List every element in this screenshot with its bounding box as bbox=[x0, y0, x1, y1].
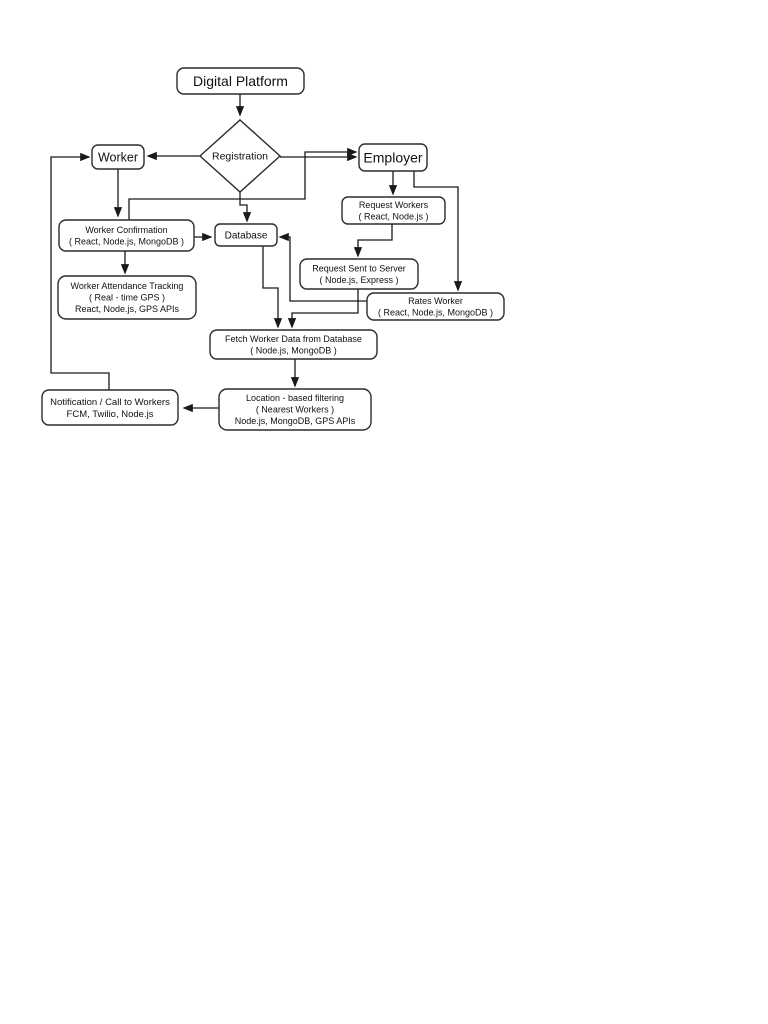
edge-workerconfirmation-employer bbox=[128, 147, 358, 220]
notification-shape bbox=[41, 389, 179, 426]
registration-label: Registration bbox=[212, 151, 268, 163]
node-worker: Worker bbox=[91, 144, 145, 170]
registration-shape bbox=[198, 119, 282, 193]
request-sent-to-server-label: Request Sent to Server bbox=[312, 263, 406, 273]
node-fetch-worker-data: Fetch Worker Data from Database( Node.js… bbox=[209, 329, 378, 360]
node-request-sent-to-server: Request Sent to Server ( Node.js, Express… bbox=[299, 258, 419, 290]
request-sent-to-server-shape bbox=[299, 258, 419, 290]
location-filtering-shape bbox=[218, 388, 372, 431]
edge-employer-ratesworker bbox=[413, 171, 463, 292]
request-sent-to-server-label: ( Node.js, Express ) bbox=[319, 275, 398, 285]
location-filtering-label: Node.js, MongoDB, GPS APIs bbox=[235, 416, 356, 426]
digital-platform-label: Digital Platform bbox=[193, 73, 288, 89]
database-label: Database bbox=[225, 231, 268, 242]
fetch-worker-data-label: Fetch Worker Data from Database bbox=[225, 334, 362, 344]
rates-worker-label: Rates Worker bbox=[408, 296, 463, 306]
node-request-workers: Request Workers( React, Node.js ) bbox=[341, 196, 446, 225]
node-registration: Registration bbox=[198, 119, 282, 193]
notification-label: FCM, Twilio, Node.js bbox=[67, 409, 154, 420]
worker-attendance-tracking-shape bbox=[57, 275, 197, 320]
request-workers-label: Request Workers bbox=[359, 200, 429, 210]
fetch-worker-data-shape bbox=[209, 329, 378, 360]
edge-ratesworker-database bbox=[278, 232, 367, 302]
node-database: Database bbox=[214, 223, 278, 247]
location-filtering-label: Location - based filtering bbox=[246, 393, 344, 403]
request-workers-shape bbox=[341, 196, 446, 225]
employer-label: Employer bbox=[363, 149, 422, 165]
fetch-worker-data-label: ( Node.js, MongoDB ) bbox=[250, 345, 337, 355]
worker-label: Worker bbox=[98, 150, 138, 164]
location-filtering-label: ( Nearest Workers ) bbox=[256, 405, 334, 415]
worker-confirmation-label: ( React, Node.js, MongoDB ) bbox=[69, 236, 184, 246]
notification-label: Notification / Call to Workers bbox=[50, 397, 170, 408]
node-digital-platform: Digital Platform bbox=[176, 67, 305, 95]
edge-requestworkers-requestsent bbox=[353, 224, 393, 258]
node-worker-confirmation: Worker Confirmation( React, Node.js, Mon… bbox=[58, 219, 195, 252]
edge-requestsent-fetch bbox=[287, 289, 359, 329]
worker-attendance-tracking-label: React, Node.js, GPS APIs bbox=[75, 304, 180, 314]
node-rates-worker: Rates Worker( React, Node.js, MongoDB ) bbox=[366, 292, 505, 321]
node-employer: Employer bbox=[358, 143, 428, 172]
worker-confirmation-label: Worker Confirmation bbox=[85, 225, 167, 235]
database-shape bbox=[214, 223, 278, 247]
edge-registration-database bbox=[239, 192, 252, 223]
worker-confirmation-shape bbox=[58, 219, 195, 252]
digital-platform-shape bbox=[176, 67, 305, 95]
request-workers-label: ( React, Node.js ) bbox=[358, 211, 428, 221]
node-worker-attendance-tracking: Worker Attendance Tracking ( Real - time … bbox=[57, 275, 197, 320]
worker-attendance-tracking-label: ( Real - time GPS ) bbox=[89, 293, 165, 303]
worker-shape bbox=[91, 144, 145, 170]
worker-attendance-tracking-label: Worker Attendance Tracking bbox=[71, 281, 184, 291]
node-location-filtering: Location - based filtering ( Nearest Work… bbox=[218, 388, 372, 431]
rates-worker-label: ( React, Node.js, MongoDB ) bbox=[378, 307, 493, 317]
edge-layer bbox=[50, 94, 463, 413]
edge-notification-worker bbox=[50, 152, 110, 390]
edge-database-fetch bbox=[262, 246, 283, 329]
employer-shape bbox=[358, 143, 428, 172]
rates-worker-shape bbox=[366, 292, 505, 321]
